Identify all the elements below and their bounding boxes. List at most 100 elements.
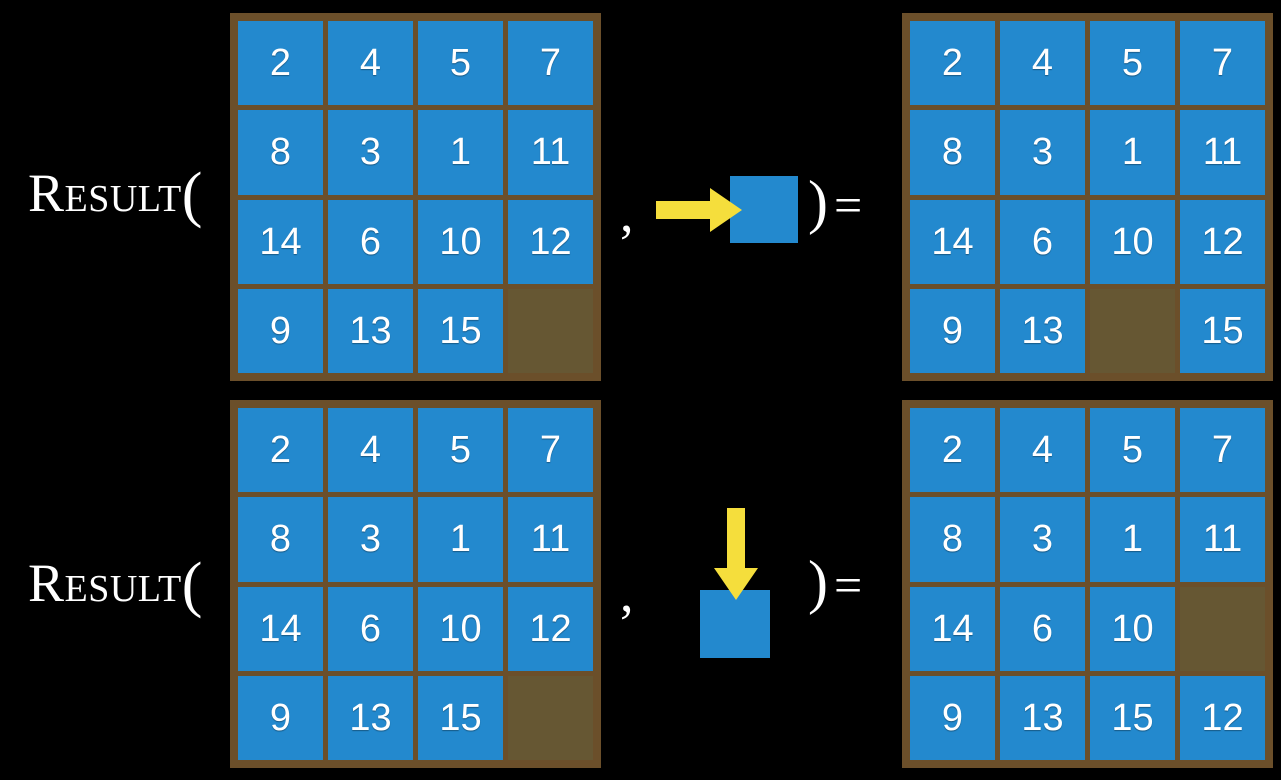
tile-number: 13 [1021,696,1064,739]
equation-row-1: Result( 2 4 5 7 8 3 1 11 14 6 10 12 9 13… [28,13,1273,381]
input-puzzle-board-2[interactable]: 2 4 5 7 8 3 1 11 14 6 10 12 9 13 15 [230,400,601,768]
puzzle-tile[interactable]: 12 [508,586,593,671]
puzzle-tile[interactable]: 12 [1180,675,1265,760]
puzzle-tile[interactable]: 12 [1180,199,1265,284]
close-paren-equals-2: )= [808,552,862,612]
puzzle-tile[interactable]: 6 [1000,586,1085,671]
tile-number: 13 [1021,309,1064,352]
tile-number: 7 [1211,42,1234,85]
puzzle-tile[interactable]: 9 [910,675,995,760]
puzzle-tile[interactable]: 3 [328,110,413,195]
puzzle-tile[interactable]: 4 [1000,408,1085,493]
tile-number: 2 [941,429,964,472]
tile-number: 5 [1121,42,1144,85]
puzzle-tile[interactable]: 2 [238,21,323,106]
puzzle-tile[interactable]: 11 [508,497,593,582]
puzzle-tile[interactable]: 7 [508,21,593,106]
puzzle-tile[interactable]: 2 [910,21,995,106]
puzzle-tile[interactable]: 6 [328,586,413,671]
argument-separator-comma-2: , [620,563,634,623]
puzzle-tile[interactable]: 2 [910,408,995,493]
puzzle-tile[interactable]: 10 [1090,586,1175,671]
tile-number: 15 [1111,696,1154,739]
tile-number: 12 [529,220,572,263]
puzzle-tile[interactable]: 3 [1000,110,1085,195]
tile-number: 9 [941,696,964,739]
puzzle-tile[interactable]: 7 [1180,408,1265,493]
input-puzzle-board-1[interactable]: 2 4 5 7 8 3 1 11 14 6 10 12 9 13 15 [230,13,601,381]
tile-number: 14 [931,220,974,263]
puzzle-tile[interactable]: 8 [238,110,323,195]
tile-number: 8 [941,518,964,561]
tile-number: 11 [1202,131,1243,174]
puzzle-tile[interactable]: 10 [418,586,503,671]
puzzle-tile[interactable]: 3 [328,497,413,582]
puzzle-tile[interactable]: 5 [418,408,503,493]
puzzle-tile[interactable]: 1 [418,110,503,195]
tile-number: 13 [349,309,392,352]
puzzle-tile[interactable]: 15 [1180,288,1265,373]
tile-number: 11 [530,518,571,561]
arrow-down-icon [714,508,758,600]
puzzle-tile[interactable]: 13 [1000,675,1085,760]
puzzle-tile[interactable]: 9 [238,675,323,760]
tile-number: 14 [259,220,302,263]
puzzle-tile[interactable]: 11 [508,110,593,195]
puzzle-tile[interactable]: 6 [328,199,413,284]
puzzle-tile[interactable]: 8 [238,497,323,582]
puzzle-tile[interactable]: 11 [1180,110,1265,195]
puzzle-tile[interactable]: 11 [1180,497,1265,582]
close-paren-equals-1: )= [808,172,862,232]
tile-number: 2 [269,42,292,85]
puzzle-tile[interactable]: 10 [418,199,503,284]
equals-sign-1: = [833,177,863,233]
puzzle-tile[interactable]: 3 [1000,497,1085,582]
puzzle-tile[interactable]: 15 [418,288,503,373]
puzzle-tile[interactable]: 1 [1090,497,1175,582]
puzzle-tile[interactable]: 4 [328,21,413,106]
puzzle-tile[interactable]: 13 [328,675,413,760]
puzzle-tile[interactable]: 9 [910,288,995,373]
arrow-right-icon [656,188,742,232]
tile-number: 11 [1202,518,1243,561]
tile-number: 7 [1211,429,1234,472]
puzzle-tile[interactable]: 5 [418,21,503,106]
puzzle-tile[interactable]: 9 [238,288,323,373]
puzzle-tile[interactable]: 1 [418,497,503,582]
tile-number: 1 [1121,131,1144,174]
puzzle-tile[interactable]: 5 [1090,21,1175,106]
tile-number: 15 [1201,309,1244,352]
puzzle-tile[interactable]: 6 [1000,199,1085,284]
puzzle-tile[interactable]: 15 [1090,675,1175,760]
output-puzzle-board-2[interactable]: 2 4 5 7 8 3 1 11 14 6 10 9 13 15 12 [902,400,1273,768]
puzzle-tile[interactable]: 10 [1090,199,1175,284]
output-puzzle-board-1[interactable]: 2 4 5 7 8 3 1 11 14 6 10 12 9 13 15 [902,13,1273,381]
puzzle-tile[interactable]: 14 [910,586,995,671]
tile-number: 6 [1031,220,1054,263]
puzzle-tile[interactable]: 1 [1090,110,1175,195]
puzzle-tile[interactable]: 12 [508,199,593,284]
puzzle-tile[interactable]: 14 [910,199,995,284]
puzzle-tile[interactable]: 8 [910,110,995,195]
puzzle-tile[interactable]: 15 [418,675,503,760]
puzzle-tile[interactable]: 4 [328,408,413,493]
puzzle-tile[interactable]: 13 [1000,288,1085,373]
puzzle-tile[interactable]: 14 [238,199,323,284]
tile-number: 1 [449,131,472,174]
equals-sign-2: = [833,557,863,613]
puzzle-tile[interactable]: 14 [238,586,323,671]
puzzle-tile[interactable]: 2 [238,408,323,493]
tile-number: 10 [1111,607,1154,650]
puzzle-tile[interactable]: 7 [508,408,593,493]
tile-number: 10 [439,220,482,263]
puzzle-tile[interactable]: 7 [1180,21,1265,106]
tile-number: 4 [359,429,382,472]
tile-number: 10 [1111,220,1154,263]
puzzle-tile[interactable]: 8 [910,497,995,582]
tile-number: 2 [269,429,292,472]
puzzle-tile[interactable]: 13 [328,288,413,373]
puzzle-tile[interactable]: 5 [1090,408,1175,493]
result-word-1: Result [28,163,182,223]
close-paren-1: ) [808,169,828,235]
puzzle-tile[interactable]: 4 [1000,21,1085,106]
